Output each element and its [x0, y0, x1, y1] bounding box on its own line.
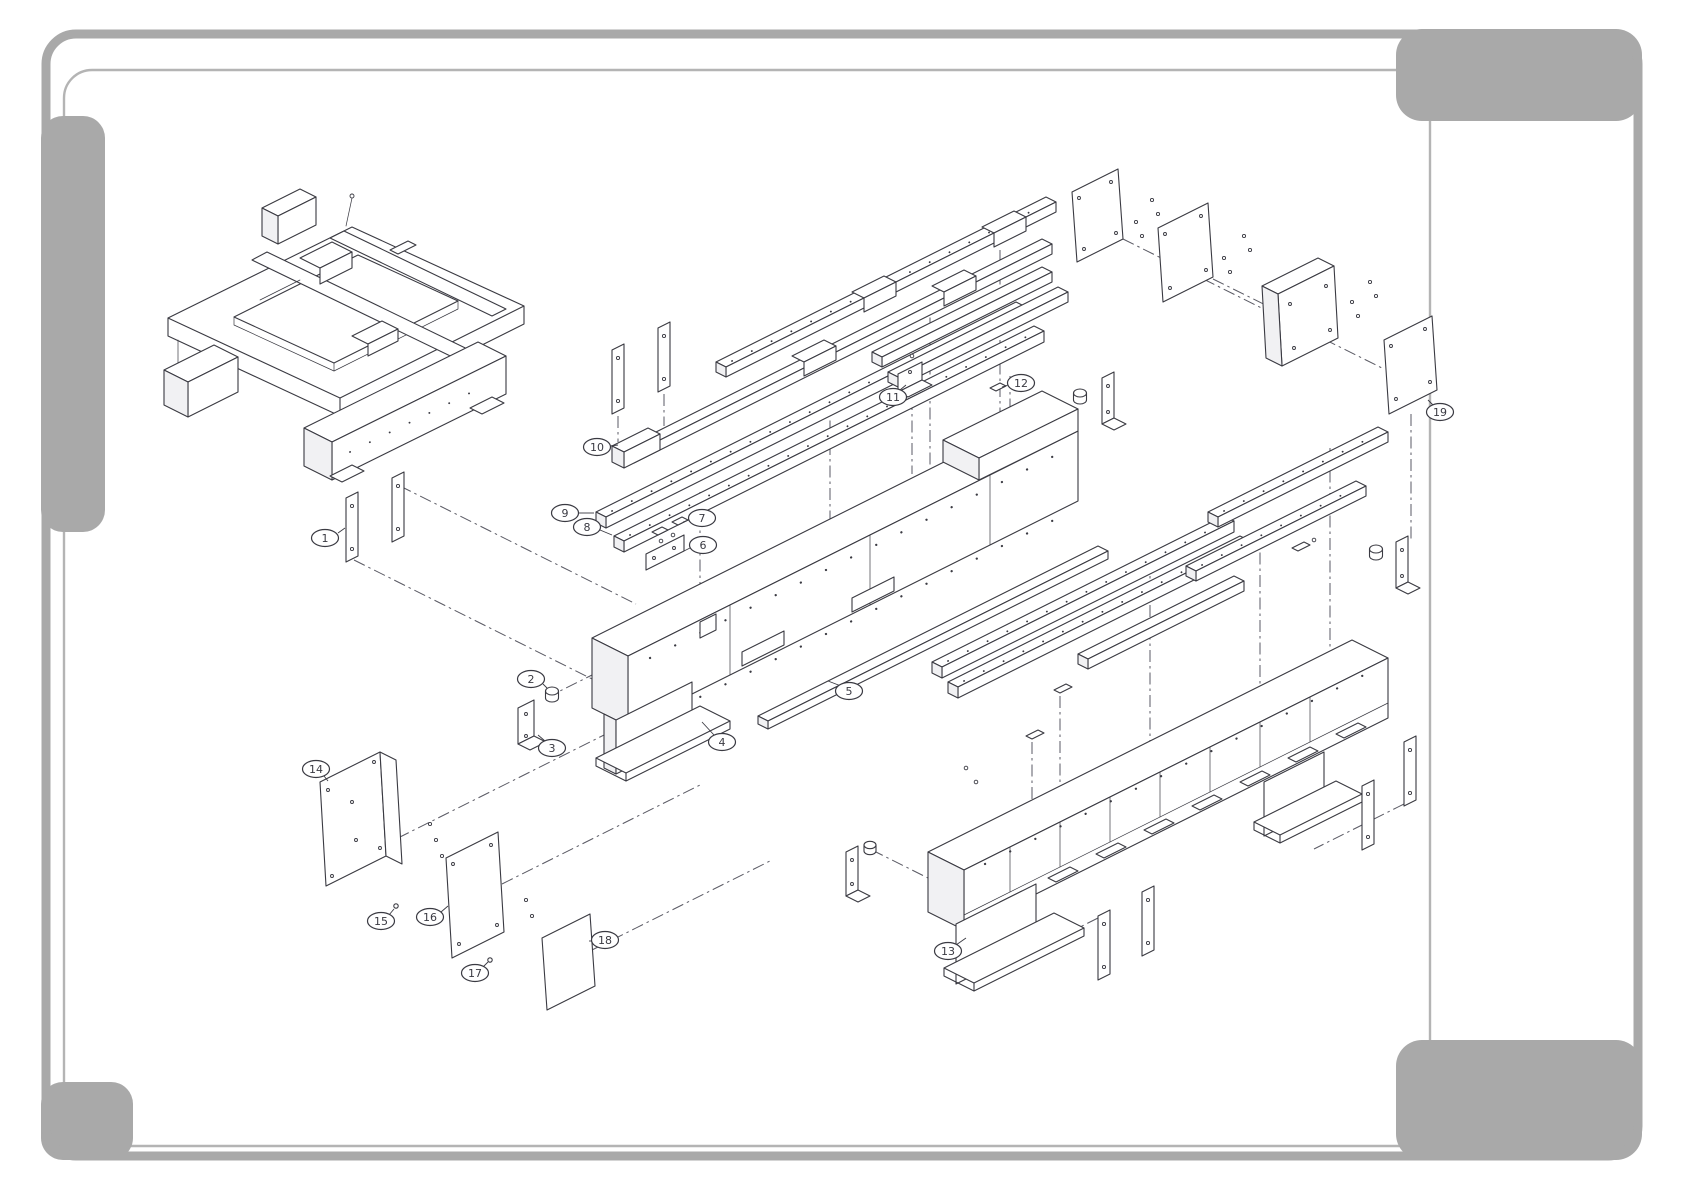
callout-1: 1 [310, 527, 346, 548]
callout-3: 3 [537, 734, 567, 758]
part-10-rail [611, 238, 1053, 469]
loose-screws [427, 821, 535, 919]
svg-text:13: 13 [941, 945, 955, 958]
part-2-spacer [544, 686, 560, 703]
part-17-screw [487, 957, 493, 963]
part-16-plate [445, 831, 505, 959]
right-straps [1097, 735, 1417, 981]
svg-text:4: 4 [719, 736, 726, 749]
left-spacer-bracket [845, 840, 877, 903]
svg-text:10: 10 [590, 441, 604, 454]
mounting-plates [1071, 168, 1379, 367]
svg-text:11: 11 [886, 391, 900, 404]
part-18-plate [541, 913, 596, 1011]
callout-18: 18 [589, 930, 620, 950]
callout-12: 12 [1001, 373, 1036, 393]
svg-text:1: 1 [322, 532, 329, 545]
callout-19: 19 [1425, 399, 1455, 422]
svg-text:3: 3 [549, 742, 556, 755]
callout-10: 10 [582, 437, 619, 457]
callout-13: 13 [933, 937, 967, 961]
callout-2: 2 [516, 669, 548, 689]
callout-17: 17 [460, 961, 490, 983]
svg-text:18: 18 [598, 934, 612, 947]
callout-11: 11 [878, 384, 908, 407]
callout-5: 5 [827, 680, 864, 701]
part-15-screw [393, 903, 399, 909]
right-rails [931, 426, 1389, 699]
cover-plate-group [319, 751, 596, 1011]
svg-text:14: 14 [309, 763, 323, 776]
part-19-plate [1383, 315, 1438, 415]
top-guide-rail [715, 196, 1057, 378]
svg-text:19: 19 [1433, 406, 1447, 419]
callout-8: 8 [572, 517, 613, 537]
svg-text:9: 9 [562, 507, 569, 520]
right-clamps [963, 537, 1317, 785]
callout-9: 9 [550, 503, 594, 523]
left-base-assembly [345, 196, 1127, 951]
callout-16: 16 [415, 905, 449, 927]
callout-7: 7 [682, 508, 717, 528]
callout-14: 14 [301, 759, 331, 782]
part-3-bracket [517, 699, 547, 751]
machine-overview-drawing [163, 188, 525, 483]
callouts: 1 2 3 4 5 6 7 [301, 373, 1455, 983]
upper-straps [611, 321, 671, 415]
svg-text:8: 8 [584, 521, 591, 534]
right-end-spacer-bracket [1368, 535, 1421, 595]
right-spacer-bracket [1072, 371, 1127, 431]
short-rail-pair [871, 266, 1069, 388]
right-base-assembly [845, 168, 1438, 992]
callout-15: 15 [366, 908, 396, 931]
svg-text:15: 15 [374, 915, 388, 928]
part-1-straps [345, 471, 405, 563]
svg-text:2: 2 [528, 673, 535, 686]
part-13-base-beam [927, 639, 1389, 992]
callout-6: 6 [683, 535, 718, 555]
svg-text:12: 12 [1014, 377, 1028, 390]
svg-text:7: 7 [699, 512, 706, 525]
callout-4: 4 [701, 721, 737, 752]
part-14-plate [319, 751, 403, 887]
svg-text:16: 16 [423, 911, 437, 924]
part-4-base-beam [591, 390, 1079, 782]
svg-text:17: 17 [468, 967, 482, 980]
svg-text:5: 5 [846, 685, 853, 698]
svg-text:6: 6 [700, 539, 707, 552]
